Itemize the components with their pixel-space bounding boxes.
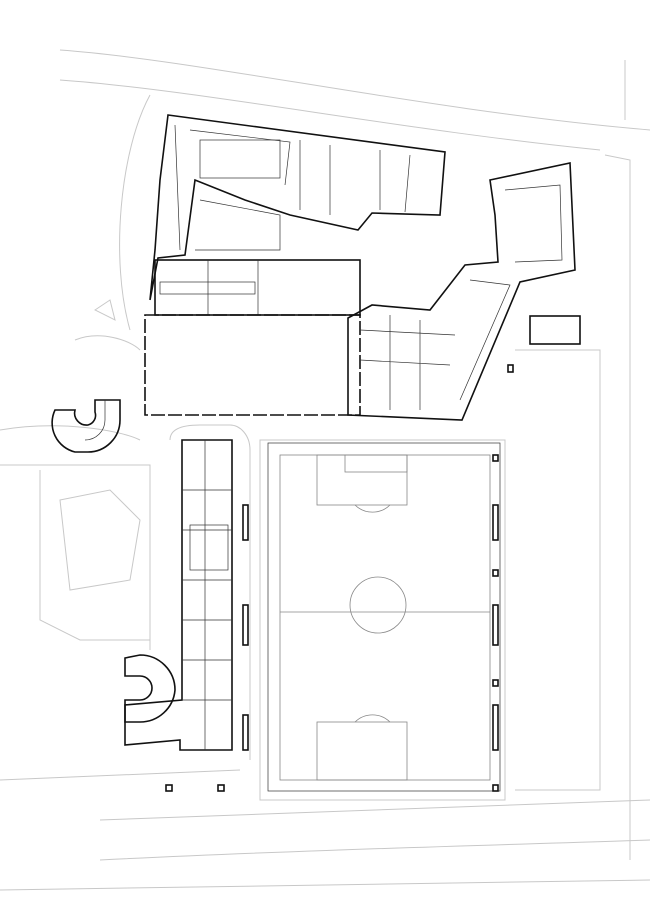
context-roads — [0, 49, 650, 891]
north-block — [149, 114, 446, 301]
south-west-building — [124, 439, 249, 792]
curved-building-west — [51, 399, 121, 453]
football-field — [267, 442, 501, 792]
curved-building-south — [124, 654, 176, 723]
east-wing — [347, 162, 581, 421]
field-posts — [492, 454, 499, 792]
sports-hall — [144, 259, 361, 416]
